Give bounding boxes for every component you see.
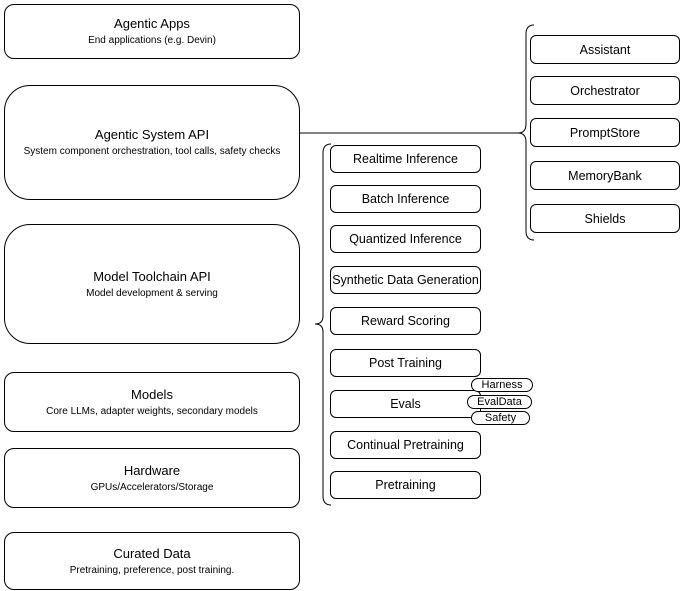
node-title: Hardware [123,462,181,478]
node-hardware: Hardware GPUs/Accelerators/Storage [4,448,300,508]
node-evals: Evals [330,390,481,418]
node-subtitle: GPUs/Accelerators/Storage [90,481,214,493]
node-continual-pretraining: Continual Pretraining [330,431,481,459]
node-shields: Shields [530,204,680,233]
node-models: Models Core LLMs, adapter weights, secon… [4,372,300,432]
tag-safety: Safety [471,411,530,425]
node-reward-scoring: Reward Scoring [330,307,481,335]
node-synthetic-data-generation: Synthetic Data Generation [330,266,481,294]
tag-evaldata: EvalData [467,395,532,409]
node-subtitle: Pretraining, preference, post training. [69,564,235,576]
node-promptstore: PromptStore [530,118,680,147]
node-title: Agentic System API [94,127,210,142]
node-model-toolchain-api: Model Toolchain API Model development & … [4,224,300,344]
system-components-brace [517,24,535,241]
node-quantized-inference: Quantized Inference [330,225,481,253]
node-subtitle: System component orchestration, tool cal… [23,146,281,157]
node-realtime-inference: Realtime Inference [330,145,481,173]
node-batch-inference: Batch Inference [330,185,481,213]
node-title: Model Toolchain API [93,268,211,284]
node-subtitle: End applications (e.g. Devin) [88,35,216,46]
node-pretraining: Pretraining [330,471,481,499]
node-title: Agentic Apps [114,16,190,31]
tag-harness: Harness [471,378,533,392]
node-assistant: Assistant [530,35,680,64]
node-memorybank: MemoryBank [530,161,680,190]
node-title: Models [131,386,173,402]
node-subtitle: Core LLMs, adapter weights, secondary mo… [46,405,258,417]
node-subtitle: Model development & serving [86,287,218,299]
node-title: Curated Data [113,545,191,561]
node-orchestrator: Orchestrator [530,76,680,105]
toolchain-brace [314,143,332,506]
node-agentic-apps: Agentic Apps End applications (e.g. Devi… [4,4,300,59]
node-agentic-system-api: Agentic System API System component orch… [4,85,300,200]
node-post-training: Post Training [330,349,481,377]
node-curated-data: Curated Data Pretraining, preference, po… [4,532,300,590]
